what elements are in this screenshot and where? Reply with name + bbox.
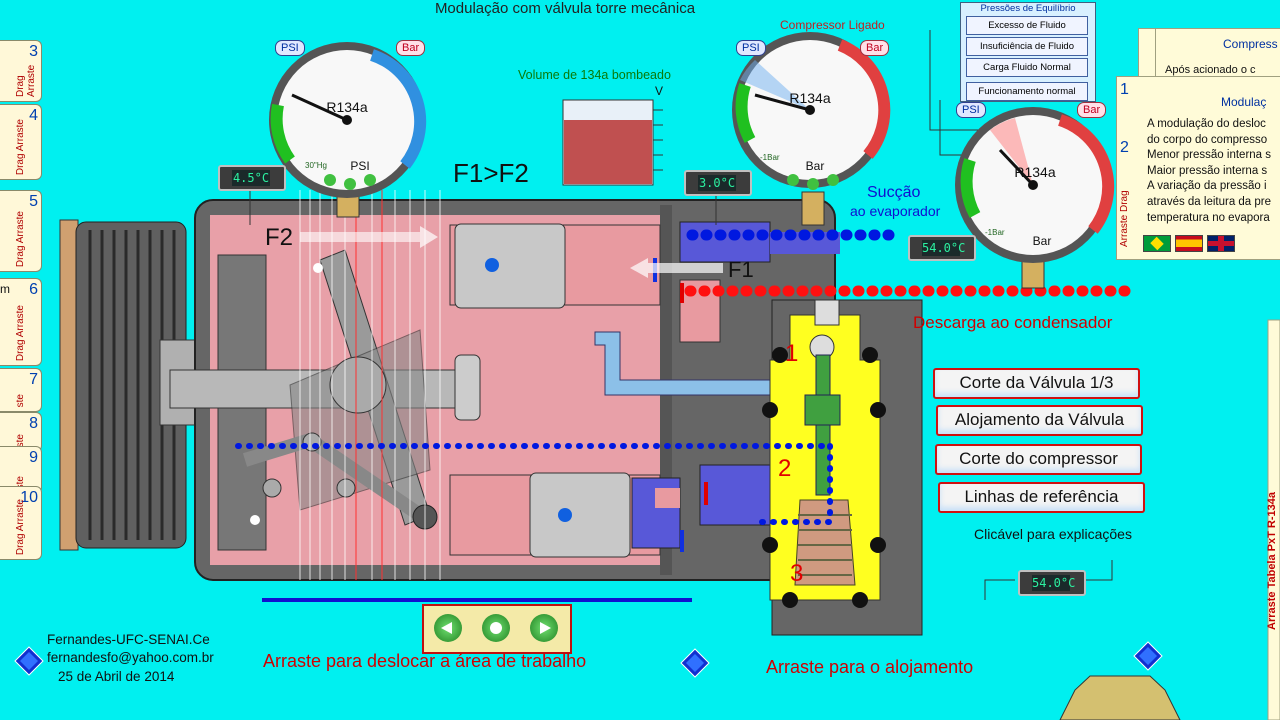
valve-point-1: 1 (785, 340, 799, 367)
author-name: Fernandes-UFC-SENAI.Ce (47, 632, 210, 647)
left-gauge-bar-toggle[interactable]: Bar (396, 40, 426, 56)
far-right-tab-label[interactable]: Arraste Tabela PxT R-134a (1266, 492, 1278, 630)
valve-point-2: 2 (778, 455, 792, 482)
thermometer-suction-line: 3.0°C (684, 170, 752, 196)
home-button[interactable] (482, 614, 510, 642)
uk-flag-icon[interactable] (1207, 235, 1235, 252)
right-gauge-bar-toggle[interactable]: Bar (1077, 102, 1107, 118)
normal-charge-button[interactable]: Carga Fluido Normal (966, 58, 1088, 77)
work-area-track (262, 598, 692, 602)
playback-controls (422, 604, 572, 654)
right-gauge-scale: R134a (1014, 164, 1055, 180)
valve-point-3: 3 (790, 560, 804, 587)
thermometer-discharge-line: 54.0°C (908, 235, 976, 261)
spain-flag-icon[interactable] (1175, 235, 1203, 252)
center-gauge-psi-toggle[interactable]: PSI (736, 40, 766, 56)
left-gauge-vac: 30"Hg (305, 161, 327, 170)
volume-beaker (562, 99, 663, 186)
valve-cap-partial (1059, 675, 1181, 720)
right-gauge-low: -1Bar (985, 228, 1005, 237)
suction-label-1: Sucção (867, 184, 921, 201)
info-panel-number-2: 2 (1120, 139, 1129, 156)
discharge-label: Descarga ao condensador (913, 313, 1113, 332)
left-edge-fragment: m (0, 282, 10, 296)
compressor-cut-button[interactable]: Corte do compressor (935, 444, 1142, 475)
pulley (59, 219, 201, 551)
left-pressure-gauge (269, 42, 427, 198)
reference-lines-button[interactable]: Linhas de referência (938, 482, 1145, 513)
drag-handle-right-icon[interactable] (1133, 641, 1163, 671)
center-gauge-bar-toggle[interactable]: Bar (860, 40, 890, 56)
clickable-hint: Clicável para explicações (974, 526, 1132, 542)
excess-fluid-button[interactable]: Excesso de Fluido (966, 16, 1088, 35)
normal-operation-button[interactable]: Funcionamento normal (966, 82, 1088, 101)
center-gauge-scale: R134a (789, 90, 830, 106)
left-gauge-psi-toggle[interactable]: PSI (275, 40, 305, 56)
suction-label-2: ao evaporador (850, 203, 941, 219)
f2-label: F2 (265, 224, 294, 251)
left-gauge-scale: R134a (326, 99, 367, 115)
f1-label: F1 (728, 257, 754, 282)
center-gauge-unit: Bar (806, 159, 825, 173)
valve-housing-button[interactable]: Alojamento da Válvula (936, 405, 1143, 436)
right-pressure-gauge (955, 107, 1115, 263)
info-panel-side-label: Arraste Drag (1119, 190, 1130, 247)
author-date: 25 de Abril de 2014 (58, 669, 175, 684)
left-gauge-unit: PSI (350, 159, 369, 173)
volume-label: Volume de 134a bombeado (518, 68, 671, 82)
right-gauge-unit: Bar (1033, 234, 1052, 248)
insufficient-fluid-button[interactable]: Insuficiência de Fluido (966, 37, 1088, 56)
page-title: Modulação com válvula torre mecânica (434, 0, 696, 17)
force-comparison: F1>F2 (453, 158, 529, 188)
info-panel-number-1: 1 (1120, 81, 1129, 98)
compressor-on-label: Compressor Ligado (780, 18, 885, 32)
info-panel-modulation[interactable]: 1 2 Arraste Drag Modulaç A modulação do … (1116, 76, 1280, 260)
author-email: fernandesfo@yahoo.com.br (47, 650, 214, 665)
right-gauge-psi-toggle[interactable]: PSI (956, 102, 986, 118)
drag-housing-hint: Arraste para o alojamento (766, 657, 974, 677)
drag-handle-center-icon[interactable] (680, 648, 710, 678)
drag-work-area-hint: Arraste para deslocar a área de trabalho (263, 651, 587, 671)
control-valve (762, 299, 923, 636)
center-gauge-low: -1Bar (760, 153, 780, 162)
brazil-flag-icon[interactable] (1143, 235, 1171, 252)
drag-handle-left-icon[interactable] (14, 646, 44, 676)
valve-cut-button[interactable]: Corte da Válvula 1/3 (933, 368, 1140, 399)
center-pressure-gauge (732, 32, 891, 190)
volume-unit: V (655, 84, 664, 98)
panel-title: Pressões de Equilíbrio (980, 3, 1076, 14)
thermometer-suction-side: 4.5°C (218, 165, 286, 191)
next-button[interactable] (530, 614, 558, 642)
thermometer-explanation[interactable]: 54.0°C (1018, 570, 1086, 596)
previous-button[interactable] (434, 614, 462, 642)
